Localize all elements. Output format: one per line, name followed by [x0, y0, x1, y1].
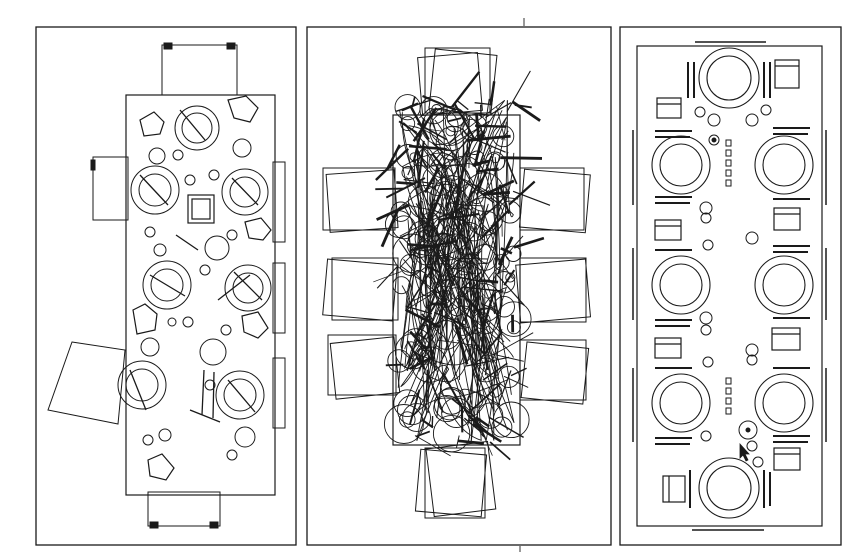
panel-frame — [35, 26, 297, 546]
panel-frame — [619, 26, 842, 546]
glasses-tidy — [694, 104, 772, 468]
overlay-trace — [411, 96, 416, 106]
overlay-trace — [497, 236, 514, 266]
overlay-trace — [443, 157, 499, 300]
overlay-trace — [393, 389, 422, 418]
overlay-trace — [408, 389, 421, 425]
overlay-trace — [491, 416, 513, 438]
overlay-trace — [416, 132, 482, 411]
overlay-trace — [400, 122, 495, 370]
overlay-trace — [409, 104, 430, 141]
chairs-tidy — [632, 41, 827, 531]
overlay-trace — [474, 102, 490, 106]
overlay-trace — [506, 70, 531, 112]
overlay-trace — [406, 176, 423, 201]
overlay-trace — [412, 118, 426, 163]
overlay-trace — [402, 403, 431, 432]
overlay-trace — [483, 98, 490, 138]
overlay-trace — [447, 117, 462, 123]
overlay-trace — [431, 104, 443, 115]
overlay-trace — [408, 359, 415, 367]
chair-right — [272, 161, 286, 429]
overlay-tangle — [373, 70, 551, 461]
overlay-trace — [469, 150, 485, 166]
overlay-trace — [400, 328, 432, 360]
overlay-trace — [477, 210, 491, 249]
overlay-trace — [492, 332, 534, 356]
overlay-trace — [485, 102, 512, 119]
overlay-trace — [400, 232, 514, 395]
chair-head-top — [161, 42, 238, 96]
overlay-trace — [493, 254, 510, 271]
chair-head-bottom — [147, 491, 221, 529]
overlay-trace — [457, 439, 485, 445]
overlay-trace — [478, 331, 503, 362]
overlay-trace — [503, 375, 529, 388]
overlay-trace — [441, 106, 499, 375]
panel-messy-table — [35, 26, 297, 546]
overlay-trace — [513, 236, 545, 249]
chair-left-top — [90, 156, 129, 221]
place-settings-messy — [117, 105, 272, 461]
overlay-trace — [432, 121, 507, 265]
overlay-trace — [432, 414, 471, 453]
overlay-trace — [385, 144, 401, 171]
overlay-trace — [510, 367, 527, 377]
overlay-trace — [427, 117, 497, 315]
overlay-trace — [511, 100, 541, 122]
overlay-trace — [412, 100, 508, 442]
overlay-trace — [416, 148, 489, 374]
overlay-trace — [376, 204, 409, 221]
overlay-trace — [400, 116, 416, 132]
overlay-trace — [375, 147, 410, 181]
overlay-trace — [408, 125, 501, 370]
overlay-trace — [419, 108, 430, 119]
overlay-trace — [409, 330, 428, 351]
centerpiece-tidy — [725, 139, 732, 415]
cutlery-messy — [129, 109, 263, 423]
overlay-trace — [424, 219, 501, 419]
napkins-messy — [132, 95, 272, 481]
cutlery-tidy — [655, 62, 810, 508]
overlay-trace — [451, 71, 481, 108]
overlay-trace — [476, 155, 493, 195]
overlay-trace — [457, 100, 469, 111]
overlay-trace — [456, 435, 460, 448]
overlay-trace — [376, 265, 399, 289]
overlay-trace — [489, 81, 496, 106]
panel-overlay-traces — [306, 26, 612, 546]
overlay-trace — [489, 441, 511, 461]
overlay-trace — [383, 404, 424, 444]
overlay-trace — [402, 203, 477, 368]
overlay-trace — [402, 152, 511, 345]
overlay-trace — [512, 190, 551, 206]
overlay-trace — [420, 418, 434, 429]
overlay-trace — [508, 180, 536, 206]
overlay-trace — [397, 395, 428, 426]
chairs-overlay — [322, 47, 592, 519]
overlay-trace — [396, 181, 415, 186]
overlay-trace — [463, 417, 482, 433]
overlay-trace — [505, 272, 516, 283]
overlay-trace — [414, 435, 451, 457]
overlay-trace — [400, 146, 481, 388]
overlay-trace — [380, 208, 400, 248]
mouse-cursor-icon — [739, 442, 750, 462]
overlay-trace — [407, 117, 507, 412]
overlay-trace — [410, 300, 509, 405]
napkins-tidy — [654, 59, 801, 503]
panel-tidy-table — [619, 26, 842, 546]
panel-frame — [306, 26, 612, 546]
table-top — [636, 45, 823, 527]
overlay-trace — [474, 416, 490, 428]
overlay-trace — [491, 329, 503, 364]
overlay-trace — [387, 349, 411, 373]
overlay-trace — [503, 269, 516, 286]
overlay-trace — [458, 110, 503, 427]
overlay-trace — [433, 394, 461, 423]
overlay-trace — [375, 187, 405, 191]
chair-left-bottom — [47, 341, 126, 425]
